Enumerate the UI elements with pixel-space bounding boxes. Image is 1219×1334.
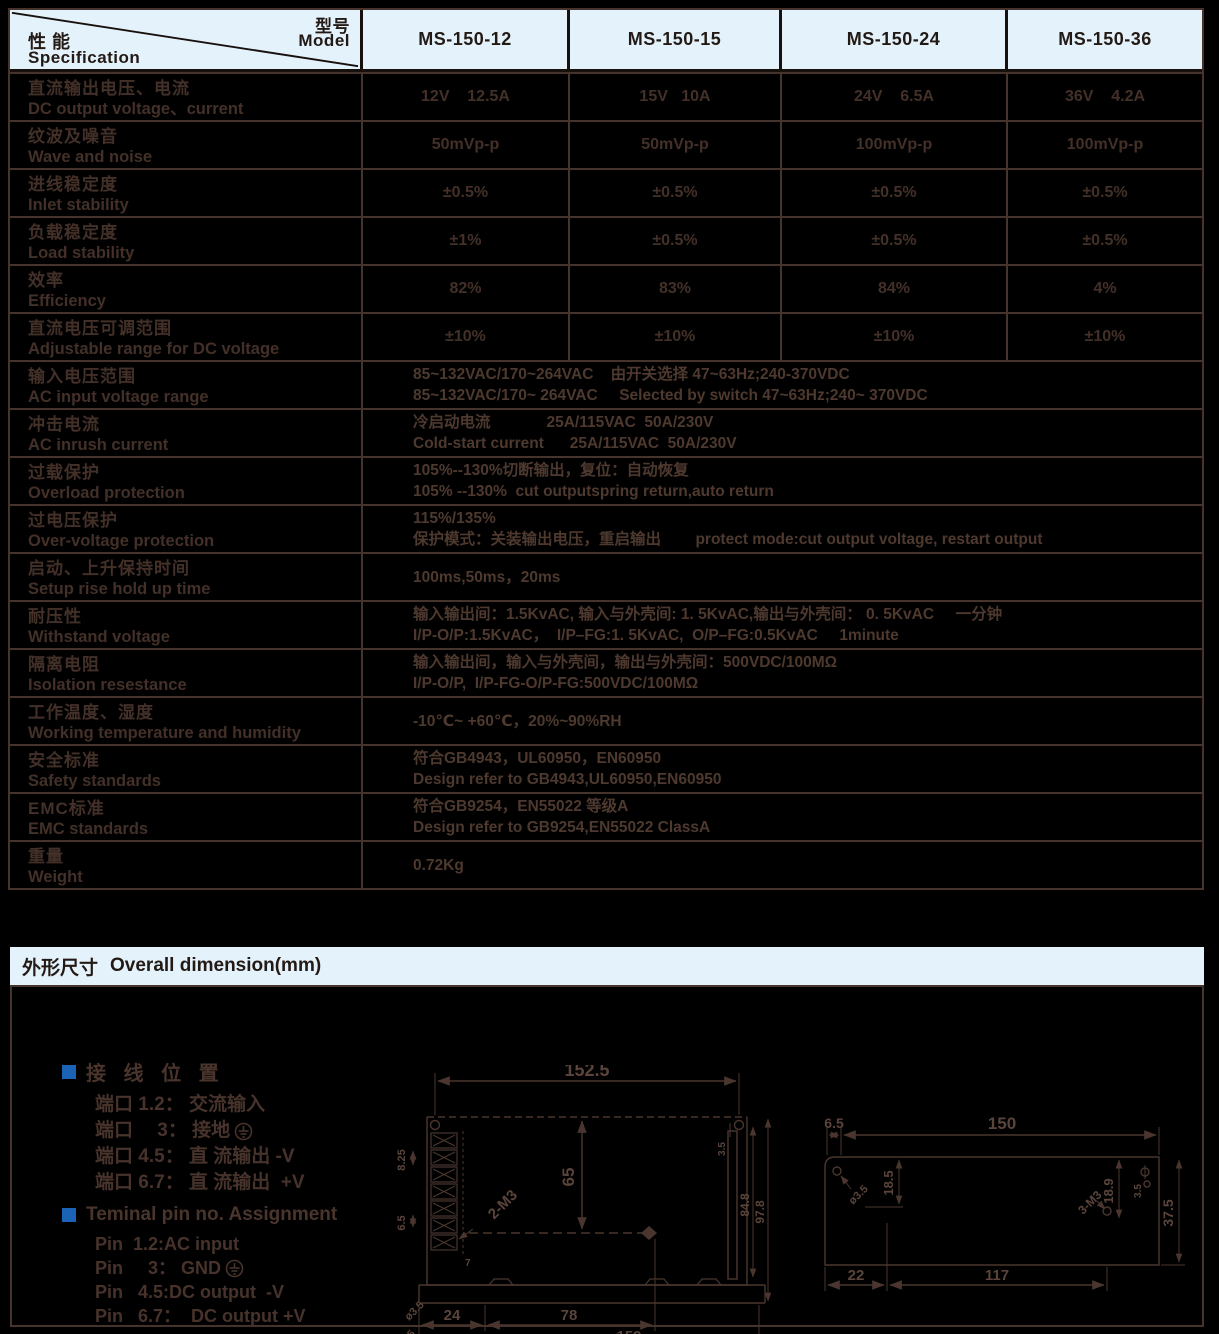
ground-icon	[234, 1122, 253, 1140]
model-label-en: Model	[298, 31, 350, 50]
wiring-line-2-en: Pin 3： GND	[62, 1256, 337, 1280]
dim-front-78: 78	[561, 1307, 578, 1324]
dim-front-terminal-7: 7	[465, 1258, 471, 1269]
wiring-line-1-en: Pin 1.2:AC input	[95, 1234, 239, 1254]
model-header-ms-150-15: MS-150-15	[570, 10, 782, 69]
dim-side-117: 117	[985, 1267, 1009, 1284]
wiring-line-2-cn: 端口 3： 接地	[62, 1118, 337, 1144]
dim-front-pitch-a: 8.25	[397, 1149, 408, 1170]
diagonal-line	[11, 11, 359, 68]
dim-side-18-5: 18.5	[881, 1170, 896, 1195]
dim-front-slot: 4.5	[399, 1328, 418, 1334]
model-label-cn: 型号	[315, 17, 350, 36]
dim-side-3-5: 3.5	[1133, 1184, 1144, 1198]
spec-label-cn: 性 能	[28, 32, 71, 52]
wiring-line-4-cn: 端口 6.7： 直 流输出 +V	[95, 1172, 305, 1193]
spec-label-en: Specification	[28, 48, 141, 67]
spec-model-diagonal-cell: 性 能 Specification 型号 Model	[10, 10, 363, 69]
table-header-row: 性 能 Specification 型号 Model MS-150-12 MS-…	[10, 10, 1202, 72]
dim-side-hole: ø3.5	[847, 1183, 871, 1207]
model-header-ms-150-12: MS-150-12	[363, 10, 570, 69]
bullet-square-icon	[62, 1064, 76, 1079]
dimension-panel-title: 外形尺寸 Overall dimension(mm)	[10, 947, 1204, 985]
dim-front-width: 152.5	[564, 1065, 609, 1080]
ground-icon	[225, 1259, 244, 1277]
dim-front-screw: 2-M3	[485, 1187, 521, 1223]
dim-front-3-5: 3.5	[717, 1142, 728, 1156]
overall-dimension-panel: 外形尺寸 Overall dimension(mm) 接 线 位 置 端口 1.…	[10, 947, 1204, 1334]
wiring-line-1-cn: 端口 1.2： 交流输入	[95, 1094, 265, 1115]
dimension-title-cn: 外形尺寸	[22, 957, 99, 979]
dim-front-65: 65	[559, 1168, 578, 1187]
wiring-heading-cn: 接 线 位 置	[62, 1057, 337, 1086]
dim-side-37-5: 37.5	[1160, 1199, 1176, 1226]
dimension-title-en: Overall dimension(mm)	[110, 955, 322, 976]
dim-front-97-8: 97.8	[753, 1200, 767, 1224]
dimension-drawing-box: 接 线 位 置 端口 1.2： 交流输入 端口 3： 接地 端口 4.5： 直 …	[10, 985, 1204, 1334]
dim-front-24: 24	[444, 1307, 461, 1324]
dim-side-18-9: 18.9	[1101, 1178, 1116, 1203]
terminal-assignment-block: 接 线 位 置 端口 1.2： 交流输入 端口 3： 接地 端口 4.5： 直 …	[62, 1057, 337, 1328]
dim-side-22: 22	[848, 1267, 865, 1284]
bullet-square-icon	[62, 1208, 76, 1222]
front-view-drawing: 152.5 65 8.25 6.5 2-M3 7 84.8 97.8 3.5 2…	[397, 1065, 772, 1334]
model-header-ms-150-36: MS-150-36	[1058, 29, 1152, 49]
wiring-line-3-en: Pin 4.5:DC output -V	[95, 1282, 284, 1302]
dim-side-6-5: 6.5	[824, 1115, 844, 1131]
dim-front-159: 159	[616, 1328, 641, 1334]
wiring-line-4-en: Pin 6.7： DC output +V	[95, 1306, 306, 1326]
wiring-heading-en: Teminal pin no. Assignment	[62, 1204, 337, 1226]
side-view-drawing: 6.5 150 18.5 ø3.5 18.9 3-M3 3.5 37.5 22 …	[824, 1115, 1185, 1291]
dim-front-pitch-b: 6.5	[397, 1215, 408, 1230]
specification-table: 性 能 Specification 型号 Model MS-150-12 MS-…	[8, 8, 1204, 890]
wiring-line-3-cn: 端口 4.5： 直 流输出 -V	[95, 1146, 295, 1167]
dim-front-84-8: 84.8	[738, 1193, 752, 1217]
dim-side-150: 150	[988, 1115, 1016, 1133]
model-header-ms-150-24: MS-150-24	[782, 10, 1008, 69]
